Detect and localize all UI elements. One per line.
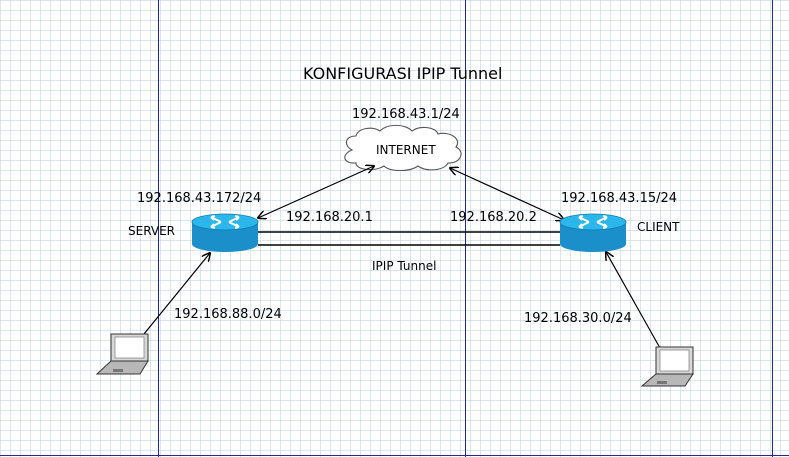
page-break-line (0, 455, 789, 456)
page-break-line (158, 0, 159, 457)
server-wan-ip-label: 192.168.43.172/24 (137, 191, 262, 206)
client-lan-link (606, 252, 661, 349)
client-label: CLIENT (637, 220, 680, 234)
page-break-line (772, 0, 773, 457)
server-label: SERVER (128, 224, 176, 238)
server-lan-ip-label: 192.168.88.0/24 (174, 307, 282, 322)
client-tunnel-ip-label: 192.168.20.2 (450, 210, 537, 225)
tunnel-label: IPIP Tunnel (372, 259, 437, 273)
client-laptop-icon[interactable] (640, 346, 694, 387)
server-tunnel-ip-label: 192.168.20.1 (286, 210, 373, 225)
client-wan-ip-label: 192.168.43.15/24 (561, 191, 678, 206)
diagram-title: KONFIGURASI IPIP Tunnel (303, 64, 503, 83)
server-laptop-icon[interactable] (95, 333, 149, 375)
server-internet-link (258, 166, 374, 218)
page-break-line (465, 0, 466, 457)
server-lan-link (143, 253, 210, 335)
server-router-icon[interactable] (191, 213, 259, 252)
client-internet-link (450, 168, 564, 220)
internet-label: INTERNET (376, 143, 436, 157)
internet-ip-label: 192.168.43.1/24 (352, 107, 460, 122)
client-lan-ip-label: 192.168.30.0/24 (524, 311, 632, 326)
client-router-icon[interactable] (559, 213, 627, 252)
